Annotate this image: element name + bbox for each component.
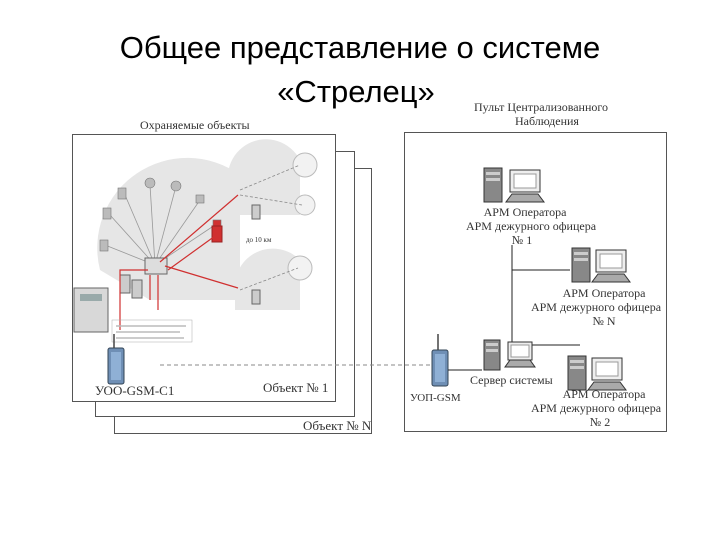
server-label: Сервер системы — [470, 373, 553, 387]
zone-device — [251, 204, 261, 220]
radio-links — [239, 164, 303, 291]
object-n-label: Объект № N — [303, 418, 372, 433]
workstation-1-line-2: АРМ дежурного офицера — [466, 219, 597, 233]
control-station-heading-line-1: Пульт Централизованного — [474, 100, 609, 114]
operator-workstation-1 — [483, 167, 545, 203]
slide-title-line-2: «Стрелец» — [277, 74, 435, 109]
workstation-n-line-1: АРМ Оператора — [563, 286, 647, 300]
radio-expander-halo — [234, 248, 300, 310]
workstation-1-line-1: АРМ Оператора — [484, 205, 568, 219]
object-gsm-modem — [107, 334, 125, 385]
protected-objects-heading: Охраняемые объекты — [140, 118, 250, 132]
station-gsm-modem — [431, 334, 449, 387]
radio-expander-icon — [292, 152, 318, 178]
workstation-n-line-3: № N — [592, 314, 615, 328]
control-station-heading-line-2: Наблюдения — [515, 114, 579, 128]
expander-module — [119, 274, 131, 294]
siren-device — [211, 225, 223, 243]
workstation-1-caption: АРМ Оператора АРМ дежурного офицера № 1 — [466, 205, 597, 247]
server-workstation — [483, 339, 536, 371]
slide-title-line-1: Общее представление о системе — [119, 30, 601, 65]
zone-device — [251, 289, 261, 305]
operator-workstation-n — [571, 247, 631, 283]
workstation-1-line-3: № 1 — [512, 233, 532, 247]
network-lines — [448, 245, 580, 371]
workstation-2-line-3: № 2 — [590, 415, 610, 429]
radio-expander-icon — [287, 255, 313, 281]
object-1-label: Объект № 1 — [263, 380, 329, 395]
workstation-2-line-1: АРМ Оператора — [563, 387, 647, 401]
radio-expander-halo — [227, 139, 300, 215]
object-device-label: УОО-GSM-С1 — [95, 383, 175, 398]
station-device-label: УОП-GSM — [410, 392, 461, 404]
object-zone-halo — [97, 157, 240, 300]
workstation-2-caption: АРМ Оператора АРМ дежурного офицера № 2 — [531, 387, 662, 429]
workstation-n-line-2: АРМ дежурного офицера — [531, 300, 662, 314]
expander-module — [131, 279, 143, 299]
wired-links — [119, 194, 239, 330]
workstation-2-line-2: АРМ дежурного офицера — [531, 401, 662, 415]
keypad-display — [80, 294, 102, 301]
radio-expander-icon — [294, 194, 316, 216]
workstation-n-caption: АРМ Оператора АРМ дежурного офицера № N — [531, 286, 662, 328]
operator-workstation-2 — [567, 355, 627, 391]
wiring-legend — [111, 319, 193, 343]
control-unit — [144, 257, 168, 275]
distance-label: до 10 км — [246, 236, 272, 244]
